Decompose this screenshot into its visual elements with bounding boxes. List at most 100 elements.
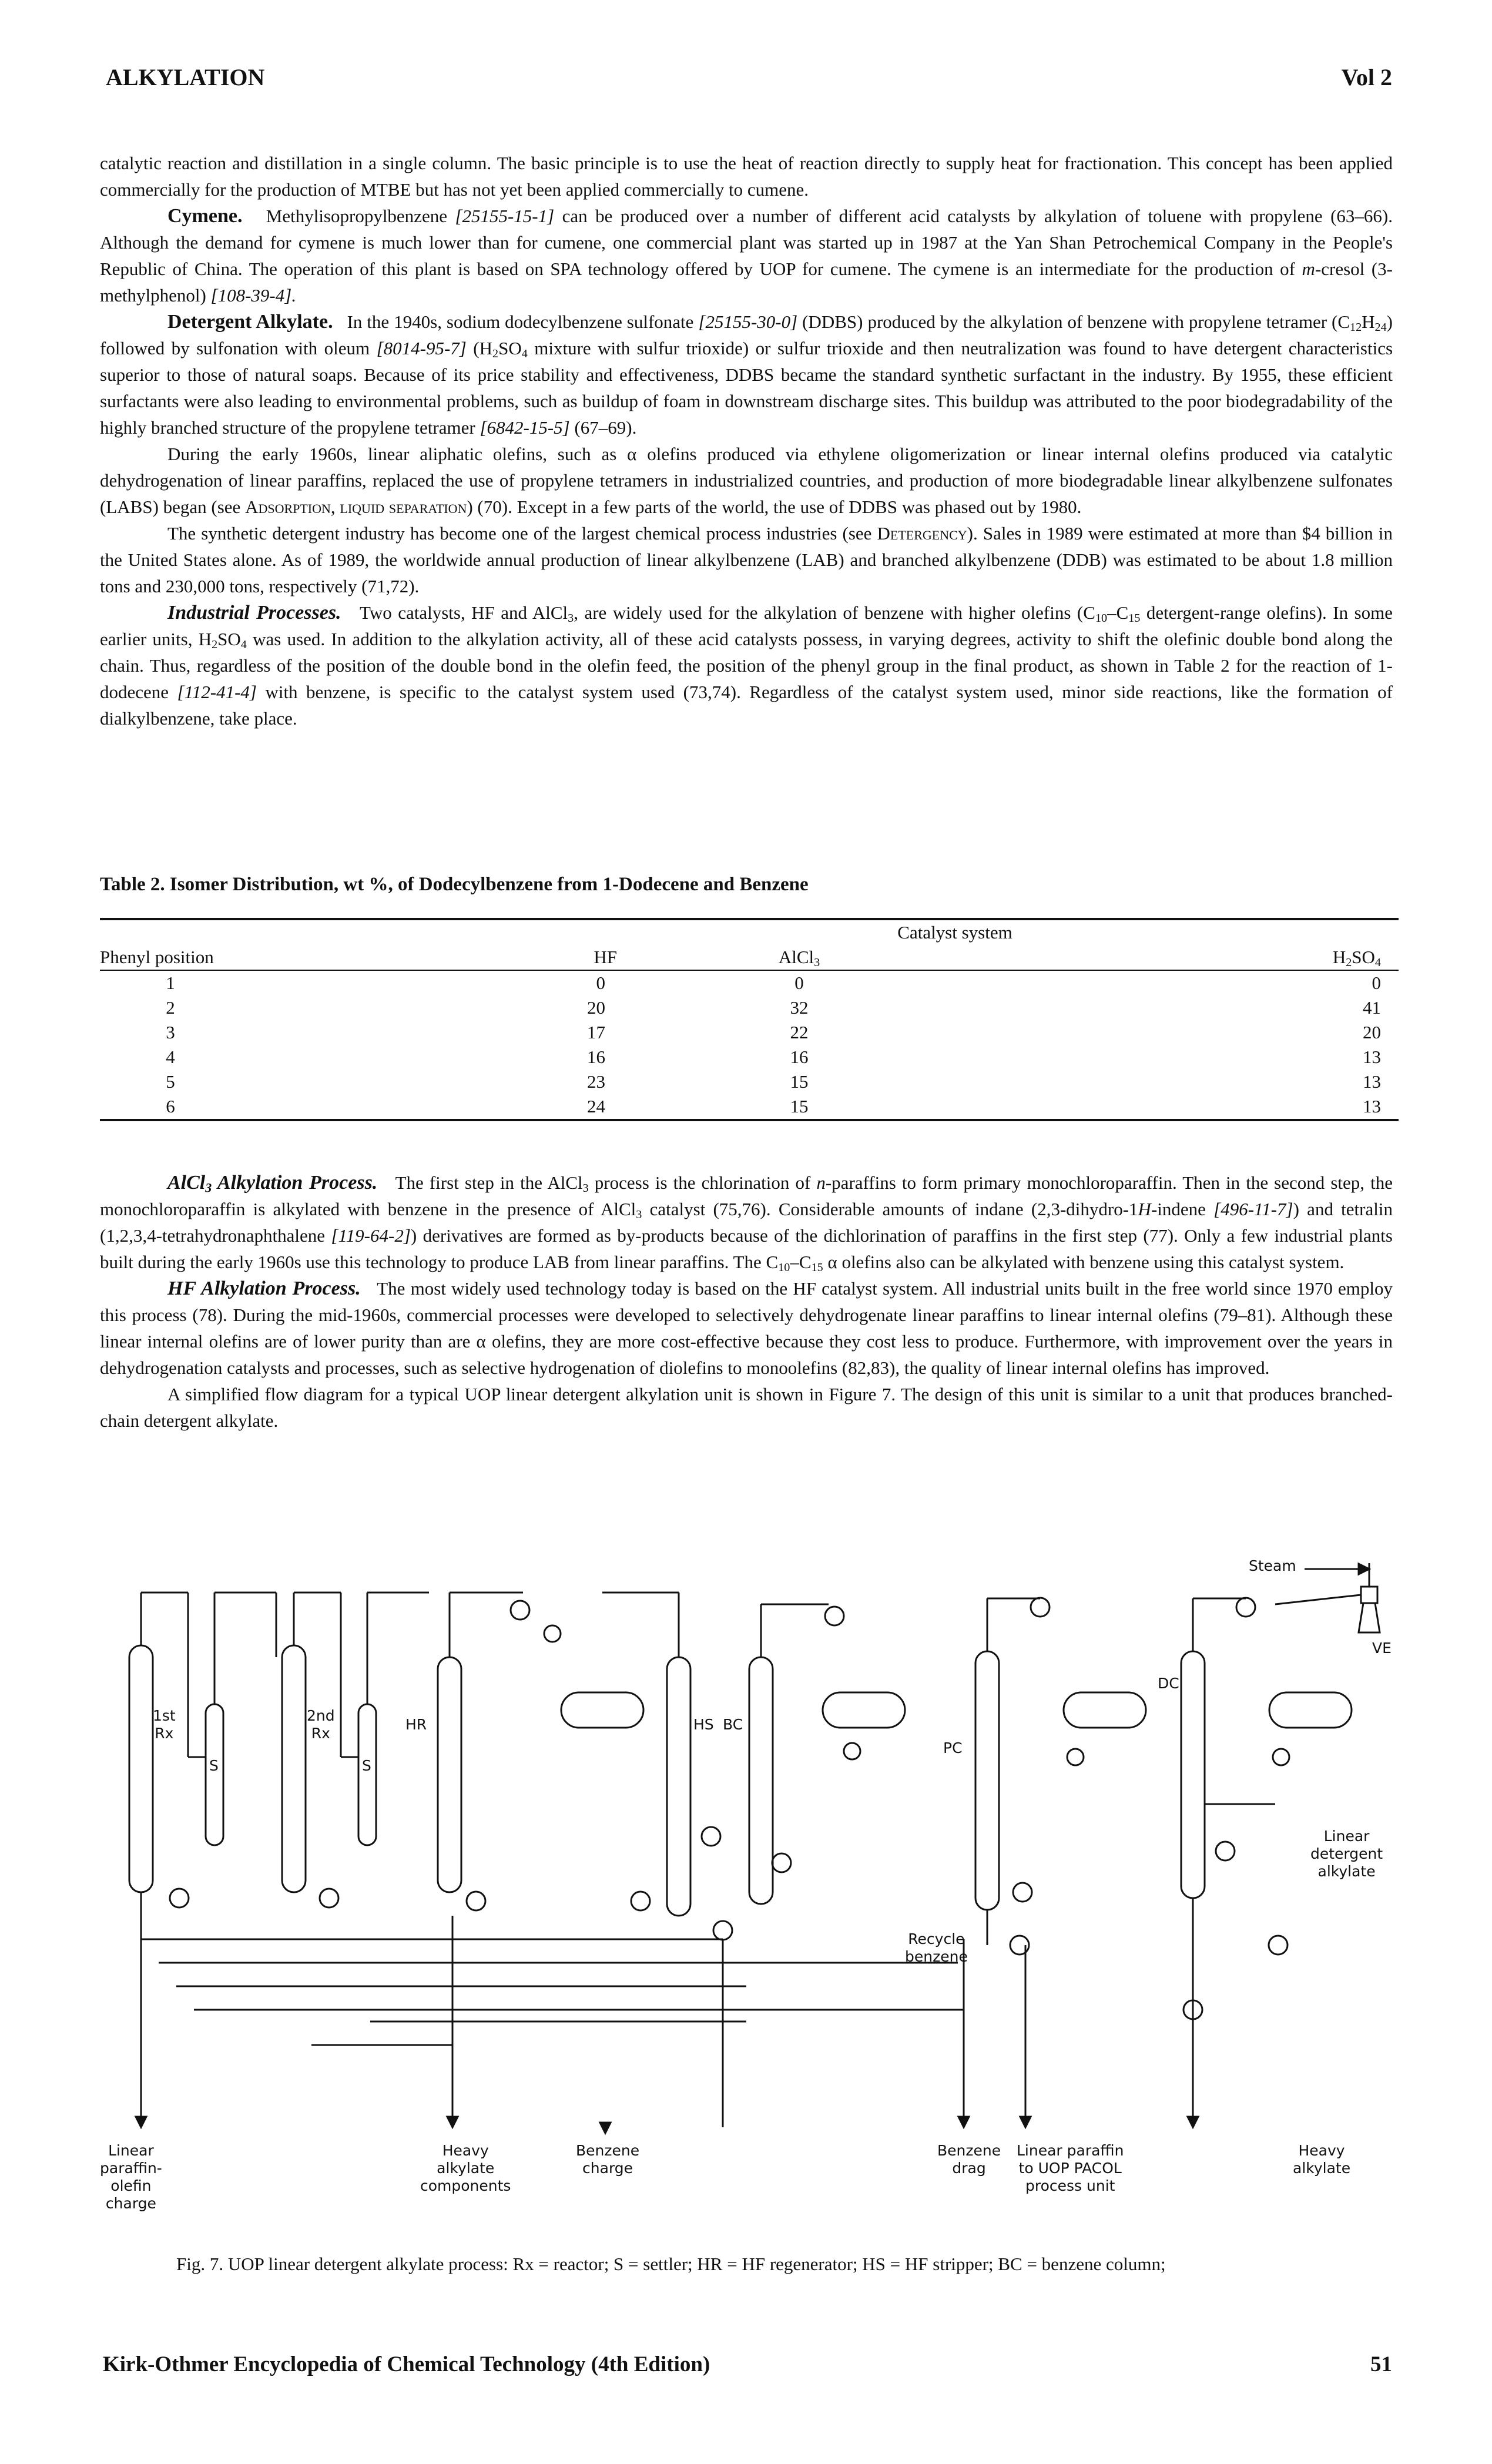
text-span: catalyst (75,76). Considerable amounts o… [642, 1199, 1138, 1219]
text-span: with benzene, is specific to the catalys… [100, 682, 1393, 729]
table-cell: 13 [1363, 1071, 1381, 1092]
running-header-volume: Vol 2 [1341, 64, 1392, 90]
text-span: Methylisopropylbenzene [266, 206, 455, 226]
table-cell: 16 [587, 1047, 605, 1067]
runin-heading-alcl3: AlCl3 Alkylation Process. [167, 1172, 377, 1194]
paragraph-industrial-processes: Industrial Processes. Two catalysts, HF … [100, 599, 1393, 732]
label-heavy-alkylate-components: Heavy alkylate components [420, 2142, 511, 2194]
table-cell: 1 [166, 973, 175, 993]
table-cell: 6 [100, 1094, 241, 1121]
runin-heading-detergent: Detergent Alkylate. [167, 311, 333, 333]
table-cell: 4 [166, 1047, 175, 1067]
isomer-distribution-table: Catalyst system Phenyl position HF AlCl3… [100, 918, 1399, 1121]
paragraph-flow-diagram: A simplified flow diagram for a typical … [100, 1384, 1393, 1431]
text-span: SO [498, 338, 522, 358]
text-span: mixture with sulfur trioxide) or sulfur … [100, 338, 1393, 438]
cas-number: [112-41-4] [177, 682, 257, 702]
cas-number: [108-39-4]. [210, 285, 297, 306]
reactor-1 [128, 1591, 189, 1893]
hf-regenerator [437, 1591, 680, 1893]
table-cell: 0 [1372, 973, 1382, 993]
table-header-h2so4: H2SO4 [981, 945, 1399, 971]
label-recycle-benzene: Recycle benzene [905, 1930, 968, 1965]
running-header-title: ALKYLATION [106, 64, 265, 90]
text-span: ) (70). Except in a few parts of the wor… [467, 497, 1082, 517]
table-cell: 2 [166, 997, 175, 1018]
text-span: –C [1107, 602, 1129, 623]
cas-number: [25155-30-0] [698, 311, 798, 332]
settler-1 [188, 1591, 277, 1846]
settler-2 [341, 1591, 429, 1846]
text-span: , are widely used for the alkylation of … [574, 602, 1095, 623]
body-text-upper: catalytic reaction and distillation in a… [100, 150, 1393, 732]
text-span: was used. In addition to the alkylation … [100, 629, 1393, 702]
label-benzene-drag: Benzene drag [937, 2142, 1001, 2177]
label-bc: BC [723, 1716, 743, 1733]
text-span: ) and tetralin (1,2,3,4-tetrahydronaphth… [100, 1199, 1393, 1246]
text-span: The synthetic detergent industry has bec… [167, 523, 877, 544]
text-span: ) followed by sulfonation with oleum [100, 311, 1393, 358]
subscript: 12 [1350, 321, 1362, 334]
figure-7-flow-diagram: Steam VE 1st Rx S 2nd Rx S HR HS BC PC D… [100, 1540, 1399, 2227]
paragraph-industry: The synthetic detergent industry has bec… [100, 520, 1393, 599]
label-ve: VE [1372, 1640, 1392, 1657]
benzene-column [748, 1603, 906, 1905]
label-paraffin-to-pacol: Linear paraffin to UOP PACOL process uni… [1017, 2142, 1124, 2194]
italic-text: m [1302, 259, 1315, 279]
table-cell: 20 [1363, 1022, 1381, 1042]
label-hr: HR [405, 1716, 427, 1733]
table-cell: 32 [790, 997, 809, 1018]
paragraph-alcl3-process: AlCl3 Alkylation Process. The first step… [100, 1169, 1393, 1275]
pumps [169, 1888, 1289, 2020]
process-lines [140, 1803, 1275, 2127]
text-span: -indene [1151, 1199, 1214, 1219]
paragraph-hf-process: HF Alkylation Process. The most widely u… [100, 1275, 1393, 1381]
paragraph-1960s: During the early 1960s, linear aliphatic… [100, 441, 1393, 520]
runin-heading-cymene: Cymene. [167, 205, 243, 227]
paragraph-continued: catalytic reaction and distillation in a… [100, 153, 1393, 200]
text-span: (DDBS) produced by the alkylation of ben… [797, 311, 1350, 332]
subscript: 2 [492, 347, 499, 361]
text-span: -cresol (3-methylphenol) [100, 259, 1393, 306]
subscript: 15 [1128, 612, 1141, 625]
label-benzene-charge: Benzene charge [576, 2142, 640, 2177]
table-header-blank [100, 918, 241, 945]
text-span: detergent-range olefins). In some earlie… [100, 602, 1393, 649]
subscript: 4 [240, 638, 247, 652]
cross-reference: Adsorption, liquid separation [245, 497, 467, 517]
subscript: 3 [636, 1208, 642, 1222]
text-span: In the 1940s, sodium dodecylbenzene sulf… [347, 311, 699, 332]
text-span: AlCl [167, 1172, 206, 1194]
subscript: 15 [811, 1261, 823, 1275]
label-feed-charge: Linear paraffin- olefin charge [100, 2142, 162, 2212]
table-cell: 20 [587, 997, 605, 1018]
header-text: H [1332, 947, 1346, 967]
text-span: During the early 1960s, linear aliphatic… [100, 444, 1393, 517]
label-pc: PC [943, 1739, 963, 1756]
label-1st-rx: 1st Rx [153, 1707, 176, 1742]
table-group-header: Catalyst system [241, 918, 1399, 945]
table-cell: 0 [794, 973, 804, 993]
text-span: ). Sales in 1989 were estimated at more … [100, 523, 1393, 596]
text-span: H [1362, 311, 1375, 332]
cas-number: [6842-15-5] [480, 417, 570, 438]
label-steam: Steam [1249, 1557, 1296, 1574]
subscript: 3 [814, 956, 820, 970]
runin-heading-industrial: Industrial Processes. [167, 602, 341, 623]
text-span: –C [790, 1252, 812, 1272]
detergent-column [1180, 1597, 1353, 1899]
text-span: SO [217, 629, 241, 649]
subscript: 3 [568, 612, 574, 625]
figure-caption: Fig. 7. UOP linear detergent alkylate pr… [176, 2254, 1166, 2274]
text-span: can be produced over a number of differe… [100, 206, 1393, 279]
header-text: SO [1352, 947, 1375, 967]
label-linear-detergent-alkylate: Linear detergent alkylate [1310, 1828, 1383, 1880]
table-cell: 23 [587, 1071, 605, 1092]
cas-number: [8014-95-7] [376, 338, 467, 358]
text-span: (H [466, 338, 493, 358]
table-header-row: Phenyl position HF AlCl3 H2SO4 [100, 945, 1399, 971]
